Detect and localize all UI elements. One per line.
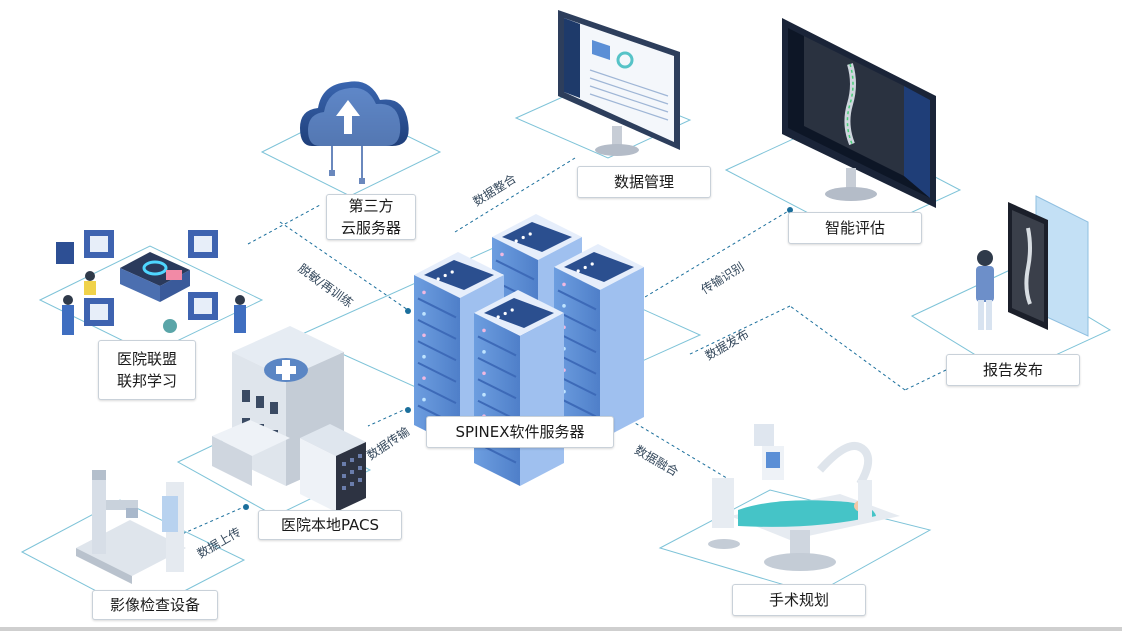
server-light-0-0 <box>514 239 518 243</box>
server-led-3-2 <box>482 350 486 354</box>
node-surgical-planning: 手术规划 <box>732 584 866 616</box>
node-report-release-label: 报告发布 <box>982 361 1043 379</box>
spine-monitor-icon <box>782 18 936 208</box>
server-led-3-3 <box>482 371 486 376</box>
hospital-building-icon <box>212 326 366 512</box>
window-bottom-edge <box>0 627 1122 631</box>
server-led-1-2 <box>562 304 566 308</box>
server-top-panel-1 <box>564 252 634 282</box>
node-spinex-server: SPINEX软件服务器 <box>426 416 614 448</box>
doctor-figure-icon <box>976 250 994 330</box>
server-light-1-0 <box>576 269 580 273</box>
xray-machine-icon <box>76 470 186 584</box>
server-light-2-2 <box>450 270 454 274</box>
server-led-2-2 <box>422 312 426 316</box>
server-slot-1-6 <box>557 396 597 418</box>
server-light-0-1 <box>521 235 525 240</box>
server-led-2-4 <box>422 354 426 359</box>
dashboard-monitor-icon <box>558 10 680 156</box>
surgery-table-icon <box>708 424 900 571</box>
server-slot-1-3 <box>557 332 597 354</box>
server-slot-3-3 <box>477 378 517 400</box>
server-light-3-0 <box>496 315 500 319</box>
server-led-1-1 <box>562 282 566 287</box>
node-smart-assessment: 智能评估 <box>788 212 922 244</box>
node-data-management-label: 数据管理 <box>613 173 674 191</box>
node-report-release: 报告发布 <box>946 354 1080 386</box>
node-local-pacs: 医院本地PACS <box>258 510 402 540</box>
server-top-panel-2 <box>424 260 494 290</box>
federated-learning-icon <box>56 230 246 335</box>
report-tablet-icon <box>1008 195 1089 337</box>
server-slot-2-5 <box>417 383 457 405</box>
node-third-party-cloud: 第三方 云服务器 <box>326 194 416 240</box>
node-imaging-equipment: 影像检查设备 <box>92 590 218 620</box>
server-slot-2-2 <box>417 318 457 340</box>
server-light-1-2 <box>590 262 594 266</box>
node-local-pacs-label: 医院本地PACS <box>280 516 380 534</box>
server-slot-1-5 <box>557 375 597 397</box>
server-light-0-2 <box>528 232 532 236</box>
server-light-3-1 <box>503 311 507 316</box>
server-light-2-0 <box>436 277 440 281</box>
node-hospital-alliance-line1: 医院联盟 <box>116 350 177 368</box>
server-top-panel-3 <box>484 298 554 328</box>
server-led-0-1 <box>500 252 504 257</box>
node-hospital-alliance-line2: 联邦学习 <box>116 372 177 390</box>
node-third-party-cloud-line1: 第三方 <box>348 197 394 215</box>
server-led-3-4 <box>482 392 486 397</box>
server-led-2-3 <box>422 333 426 338</box>
server-right-3 <box>520 313 564 486</box>
node-surgical-planning-label: 手术规划 <box>768 591 829 609</box>
server-slot-2-4 <box>417 361 457 383</box>
server-light-2-1 <box>443 273 447 278</box>
node-imaging-equipment-label: 影像检查设备 <box>109 596 200 614</box>
node-third-party-cloud-line2: 云服务器 <box>340 219 401 237</box>
cloud-icon <box>300 81 409 184</box>
server-slot-3-1 <box>477 335 517 357</box>
server-slot-1-2 <box>557 310 597 332</box>
server-slot-0-1 <box>495 259 535 281</box>
server-slot-2-3 <box>417 340 457 362</box>
node-smart-assessment-label: 智能评估 <box>824 219 885 237</box>
node-data-management: 数据管理 <box>577 166 711 198</box>
server-right-1 <box>600 267 644 440</box>
server-led-2-6 <box>422 397 426 402</box>
server-left-2 <box>414 275 460 448</box>
server-slot-1-1 <box>557 289 597 311</box>
server-slot-2-1 <box>417 297 457 319</box>
server-top-panel-0 <box>502 222 572 252</box>
server-slot-3-2 <box>477 356 517 378</box>
node-hospital-alliance: 医院联盟 联邦学习 <box>98 340 196 400</box>
server-led-2-5 <box>422 376 426 380</box>
server-led-3-1 <box>482 328 486 333</box>
server-light-3-2 <box>510 308 514 312</box>
server-light-1-1 <box>583 265 587 270</box>
server-slot-1-4 <box>557 353 597 375</box>
server-left-1 <box>554 267 600 440</box>
node-spinex-server-label: SPINEX软件服务器 <box>455 423 585 441</box>
connections <box>149 157 947 549</box>
server-led-2-1 <box>422 290 426 295</box>
